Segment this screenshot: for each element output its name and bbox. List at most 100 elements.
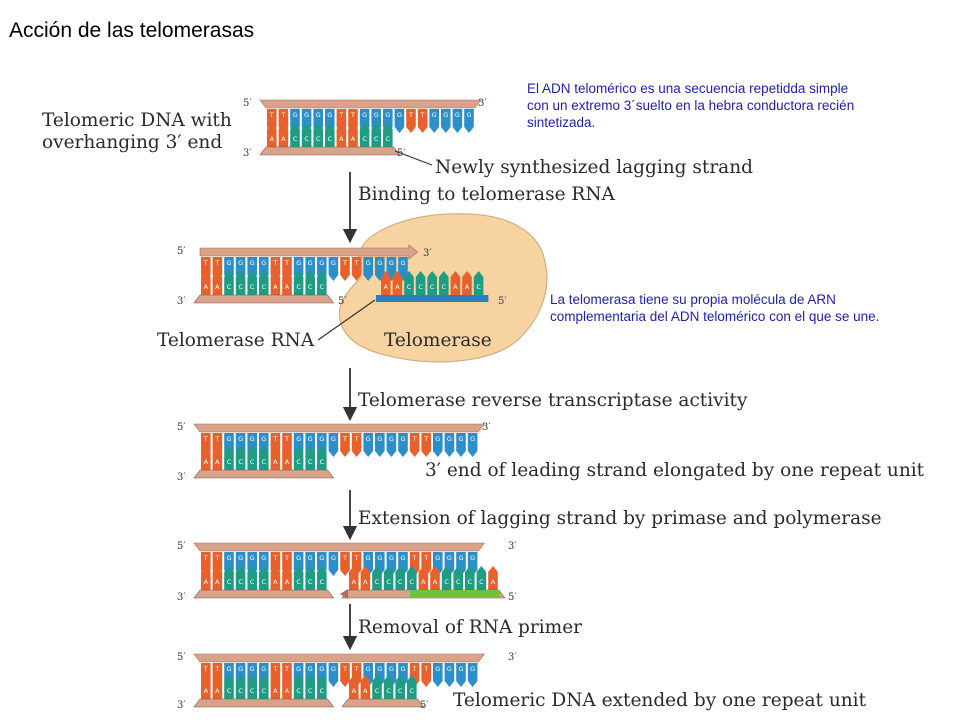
- base-C: [293, 675, 304, 699]
- base-letter: T: [423, 435, 428, 443]
- base-C: [247, 271, 257, 295]
- base-C: [325, 123, 335, 147]
- base-letter: G: [435, 435, 440, 443]
- base-letter: G: [470, 435, 475, 443]
- base-letter: T: [354, 665, 359, 673]
- end-label-3prime: 3′: [177, 592, 186, 603]
- base-letter: T: [284, 259, 289, 267]
- base-C: [301, 123, 312, 147]
- base-letter: G: [331, 554, 336, 562]
- base-letter: G: [319, 259, 324, 267]
- base-letter: A: [339, 135, 344, 143]
- base-letter: G: [458, 665, 463, 673]
- base-T: [351, 433, 362, 457]
- base-C: [259, 271, 269, 295]
- base-C: [259, 566, 269, 590]
- base-letter: A: [273, 578, 278, 586]
- base-letter: T: [354, 259, 359, 267]
- base-letter: G: [238, 259, 243, 267]
- base-letter: G: [389, 435, 394, 443]
- base-G: [328, 257, 339, 281]
- base-letter: G: [447, 435, 452, 443]
- base-letter: G: [400, 554, 405, 562]
- annotation-telomerase-rna: La telomerasa tiene su propia molécula d…: [550, 292, 880, 324]
- base-letter: C: [444, 578, 449, 586]
- base-T: [421, 663, 431, 687]
- base-A: [282, 675, 292, 699]
- end-label-5prime: 5′: [420, 700, 429, 711]
- base-C: [395, 675, 405, 699]
- base-letter: G: [316, 111, 321, 119]
- base-letter: G: [304, 111, 309, 119]
- end-label-5prime: 5′: [508, 592, 517, 603]
- base-A: [201, 675, 211, 699]
- base-letter: G: [466, 111, 471, 119]
- base-letter: C: [296, 458, 301, 466]
- base-A: [282, 446, 292, 470]
- base-letter: T: [342, 435, 347, 443]
- base-T: [351, 257, 362, 281]
- base-letter: C: [250, 458, 255, 466]
- leader-newly-synthesized: [394, 150, 433, 166]
- base-A: [348, 123, 358, 147]
- base-letter: G: [226, 259, 231, 267]
- base-letter: T: [412, 554, 417, 562]
- base-T: [340, 552, 350, 576]
- base-letter: G: [432, 111, 437, 119]
- base-letter: G: [296, 259, 301, 267]
- base-C: [259, 446, 269, 470]
- rna-base-letter: C: [430, 283, 435, 291]
- base-letter: T: [269, 111, 274, 119]
- base-letter: T: [342, 554, 347, 562]
- rna-base-C: [404, 271, 414, 295]
- base-letter: T: [408, 111, 413, 119]
- base-letter: C: [386, 687, 391, 695]
- base-C: [395, 566, 405, 590]
- base-letter: C: [328, 135, 333, 143]
- base-A: [282, 271, 292, 295]
- base-G: [363, 433, 373, 457]
- base-letter: C: [296, 283, 301, 291]
- base-letter: G: [377, 435, 382, 443]
- base-letter: T: [338, 111, 343, 119]
- label-leading-elongated: 3′ end of leading strand elongated by on…: [425, 460, 925, 481]
- base-A: [349, 566, 359, 590]
- rna-base-letter: A: [453, 283, 458, 291]
- base-letter: G: [400, 259, 405, 267]
- end-label-3prime: 3′: [482, 422, 491, 433]
- base-letter: C: [238, 458, 243, 466]
- base-letter: C: [375, 687, 380, 695]
- end-label-3prime: 3′: [177, 472, 186, 483]
- end-label-3prime: 3′: [243, 148, 252, 159]
- base-letter: A: [215, 283, 220, 291]
- label-newly-synthesized: Newly synthesized lagging strand: [435, 157, 753, 178]
- base-C: [224, 446, 234, 470]
- base-G: [363, 257, 373, 281]
- base-letter: G: [238, 554, 243, 562]
- base-letter: G: [331, 259, 336, 267]
- base-letter: G: [366, 665, 371, 673]
- base-letter: T: [412, 435, 417, 443]
- base-C: [359, 123, 370, 147]
- base-letter: A: [215, 687, 220, 695]
- base-A: [212, 675, 223, 699]
- base-letter: T: [203, 665, 208, 673]
- base-letter: G: [470, 554, 475, 562]
- base-C: [317, 566, 327, 590]
- base-letter: C: [456, 578, 461, 586]
- base-C: [224, 566, 234, 590]
- label-extension-lagging: Extension of lagging strand by primase a…: [358, 508, 882, 529]
- base-letter: G: [250, 665, 255, 673]
- base-A: [278, 123, 289, 147]
- base-C: [383, 675, 394, 699]
- base-C: [317, 271, 327, 295]
- label-telomerase-rna: Telomerase RNA: [157, 330, 315, 351]
- base-letter: C: [227, 283, 232, 291]
- base-C: [305, 675, 315, 699]
- base-letter: G: [458, 554, 463, 562]
- base-A: [267, 123, 277, 147]
- base-letter: T: [214, 554, 219, 562]
- bottom-backbone: [193, 469, 335, 479]
